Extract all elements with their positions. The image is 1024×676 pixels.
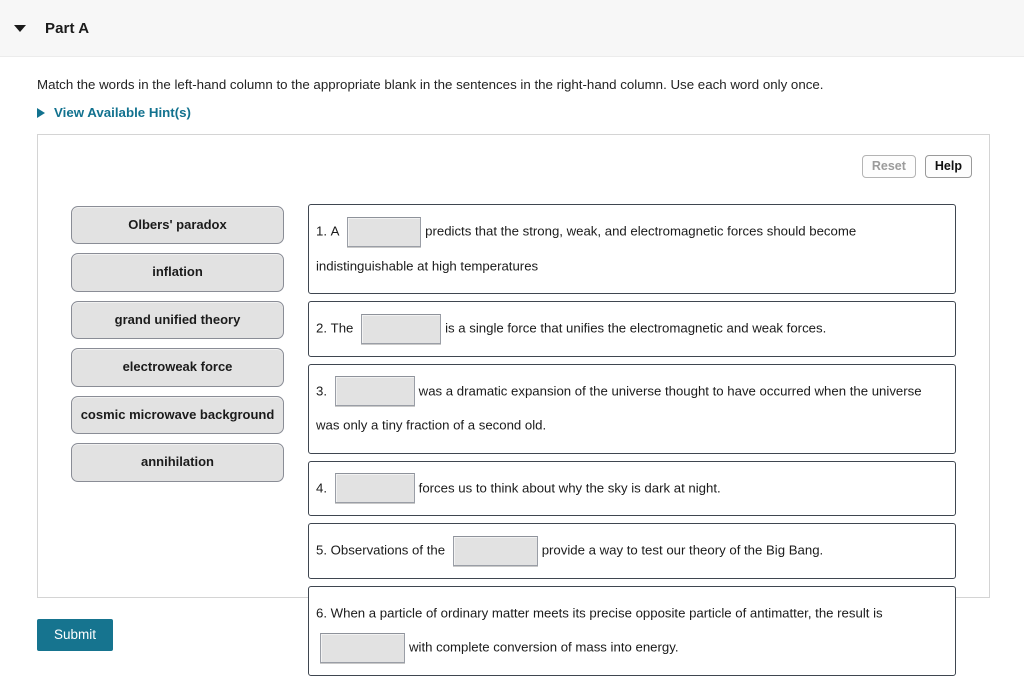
answer-blank[interactable] bbox=[334, 473, 415, 504]
sentence-text-after: provide a way to test our theory of the … bbox=[541, 542, 824, 558]
sentence-text-after: predicts that the strong, weak, and elec… bbox=[316, 223, 857, 274]
page-title: Part A bbox=[45, 19, 90, 37]
sentence-row: 1. A predicts that the strong, weak, and… bbox=[308, 204, 956, 295]
view-hints-link[interactable]: View Available Hint(s) bbox=[37, 105, 191, 120]
word-bank: Olbers' paradox inflation grand unified th… bbox=[71, 206, 284, 482]
sentence-text-before: Observations of the bbox=[330, 542, 446, 558]
answer-blank[interactable] bbox=[361, 313, 442, 344]
sentence-row: 6. When a particle of ordinary matter me… bbox=[308, 585, 956, 676]
sentence-list: 1. A predicts that the strong, weak, and… bbox=[308, 204, 956, 676]
word-tile[interactable]: inflation bbox=[71, 253, 284, 292]
sentence-number: 1. bbox=[316, 223, 327, 239]
sentence-row: 2. The is a single force that unifies th… bbox=[308, 301, 956, 357]
help-button[interactable]: Help bbox=[924, 155, 972, 179]
sentence-row: 5. Observations of the provide a way to … bbox=[308, 523, 956, 579]
answer-blank[interactable] bbox=[347, 216, 422, 247]
sentence-text-after: is a single force that unifies the elect… bbox=[445, 320, 827, 336]
sentence-number: 6. bbox=[316, 605, 327, 621]
word-tile[interactable]: grand unified theory bbox=[71, 300, 284, 340]
answer-blank[interactable] bbox=[334, 376, 415, 407]
reset-button[interactable]: Reset bbox=[861, 155, 916, 179]
sentence-text-after: was a dramatic expansion of the universe… bbox=[316, 383, 922, 433]
answer-blank[interactable] bbox=[320, 632, 405, 663]
answer-blank[interactable] bbox=[452, 535, 538, 566]
sentence-number: 2. bbox=[316, 320, 327, 336]
submit-button[interactable]: Submit bbox=[37, 619, 114, 651]
instructions-text: Match the words in the left-hand column … bbox=[37, 77, 824, 92]
activity-toolbar: Reset Help bbox=[861, 155, 972, 179]
word-tile[interactable]: electroweak force bbox=[71, 348, 284, 387]
matching-activity-container: Reset Help Olbers' paradox inflation grand… bbox=[37, 134, 990, 676]
sentence-text-before: A bbox=[330, 223, 340, 239]
sentence-row: 4. forces us to think about why the sky … bbox=[308, 460, 956, 517]
sentence-number: 3. bbox=[316, 383, 327, 399]
sentence-row: 3. was a dramatic expansion of the unive… bbox=[308, 363, 956, 454]
sentence-text-before: When a particle of ordinary matter meets… bbox=[330, 605, 883, 621]
view-hints-label: View Available Hint(s) bbox=[54, 105, 191, 120]
part-header[interactable]: Part A bbox=[0, 0, 1024, 57]
sentence-number: 5. bbox=[316, 542, 327, 558]
sentence-number: 4. bbox=[316, 480, 327, 496]
word-tile[interactable]: cosmic microwave background bbox=[71, 395, 284, 435]
triangle-down-icon[interactable] bbox=[14, 24, 26, 32]
triangle-right-icon bbox=[37, 107, 45, 118]
word-tile[interactable]: Olbers' paradox bbox=[71, 206, 284, 245]
sentence-text-after: with complete conversion of mass into en… bbox=[409, 639, 679, 655]
sentence-text-before: The bbox=[330, 320, 354, 336]
word-tile[interactable]: annihilation bbox=[71, 443, 284, 482]
sentence-text-after: forces us to think about why the sky is … bbox=[418, 480, 721, 496]
